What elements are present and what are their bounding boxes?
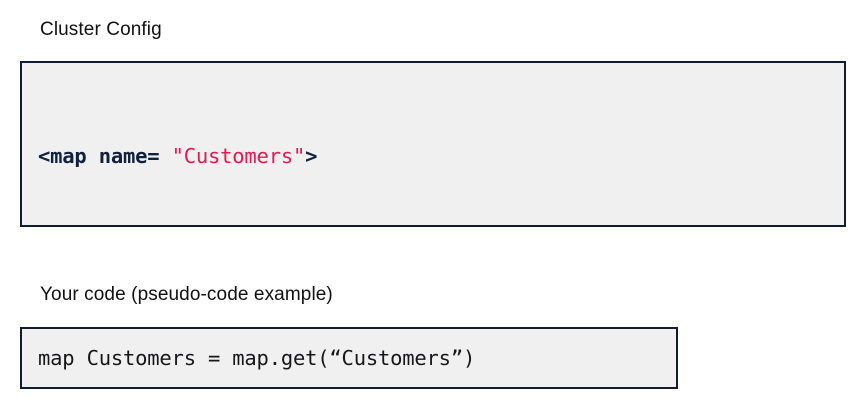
code-token-tag: <map name= [38, 144, 172, 168]
code-token-plain: map Customers = map.get(“Customers”) [38, 345, 476, 370]
cluster-config-code-block[interactable]: <map name= "Customers"> <backup-count>1<… [20, 61, 846, 227]
code-line: <map name= "Customers"> [38, 141, 830, 172]
code-token-tag-close: > [305, 144, 318, 168]
cluster-config-heading: Cluster Config [40, 19, 162, 40]
code-line: map Customers = map.get(“Customers”) [38, 343, 475, 374]
your-code-heading: Your code (pseudo-code example) [40, 284, 333, 305]
your-code-code-block[interactable]: map Customers = map.get(“Customers”) [20, 327, 678, 389]
code-token-string: "Customers" [171, 144, 306, 168]
